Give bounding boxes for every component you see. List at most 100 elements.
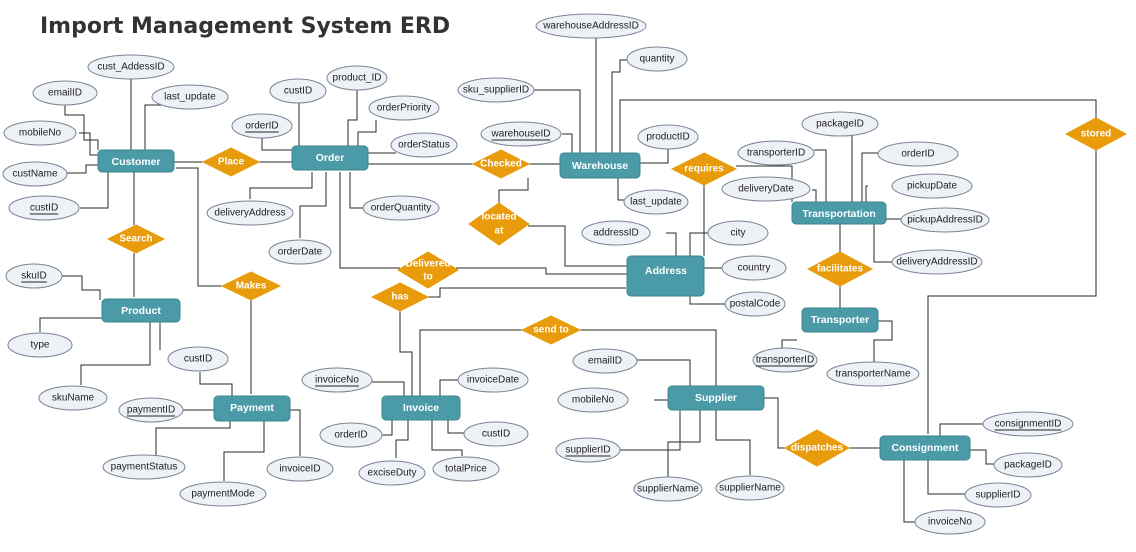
svg-text:at: at	[495, 226, 505, 237]
line-consignment-id	[939, 423, 986, 436]
line-order-deliveredto	[339, 172, 400, 269]
attr-supplierid-supplier: supplierID	[555, 437, 621, 463]
rel-facilitates[interactable]: facilitates	[806, 251, 874, 287]
svg-text:product_ID: product_ID	[333, 73, 382, 84]
svg-text:warehouseID: warehouseID	[491, 129, 551, 140]
line-warehouse-whid	[562, 133, 573, 153]
rel-located-at[interactable]: located at	[468, 202, 530, 246]
svg-text:Order: Order	[316, 152, 345, 164]
svg-text:invoiceID: invoiceID	[279, 464, 320, 475]
svg-text:Supplier: Supplier	[695, 392, 737, 404]
line-supplier-email	[637, 359, 691, 386]
entity-warehouse[interactable]: Warehouse	[559, 152, 641, 179]
attr-deliveryaddress: deliveryAddress	[206, 200, 294, 226]
svg-text:warehouseAddressID: warehouseAddressID	[542, 21, 639, 32]
entity-product[interactable]: Product	[101, 298, 181, 323]
svg-text:transporterName: transporterName	[835, 369, 910, 380]
svg-text:to: to	[423, 272, 432, 283]
line-payment-status	[155, 421, 231, 455]
svg-text:exciseDuty: exciseDuty	[368, 468, 417, 479]
svg-text:Address: Address	[645, 265, 687, 277]
attr-custid-order: custID	[269, 78, 327, 104]
line-transporter-tname	[873, 320, 893, 362]
entity-transporter[interactable]: Transporter	[801, 307, 879, 333]
attr-packageid-consignment: packageID	[993, 452, 1063, 478]
line-product-type	[39, 317, 109, 332]
svg-text:type: type	[31, 340, 50, 351]
line-address-addressid	[666, 232, 677, 256]
rel-send-to[interactable]: send to	[520, 315, 582, 345]
svg-text:send to: send to	[533, 325, 569, 336]
attr-invoiceno-consignment: invoiceNo	[914, 509, 986, 535]
line-invoice-invoiceno	[372, 381, 405, 396]
entity-address[interactable]: Address	[626, 255, 705, 297]
rel-search[interactable]: Search	[106, 224, 166, 254]
svg-text:paymentID: paymentID	[127, 405, 175, 416]
svg-text:supplierName: supplierName	[719, 483, 781, 494]
attr-deliveryaddressid: deliveryAddressID	[891, 249, 983, 275]
svg-text:has: has	[391, 292, 409, 303]
attr-supplierid-consignment: supplierID	[964, 482, 1032, 508]
attr-custid-invoice: custID	[463, 421, 529, 447]
attr-invoiceno-invoice: invoiceNo	[301, 367, 373, 393]
attr-orderdate: orderDate	[268, 239, 332, 265]
line-customer-custid	[80, 172, 109, 209]
svg-text:supplierID: supplierID	[565, 445, 610, 456]
attr-transporterid-transporter: transporterID	[752, 347, 818, 373]
attr-invoicedate: invoiceDate	[457, 367, 529, 393]
svg-text:transporterID: transporterID	[756, 355, 814, 366]
svg-text:addressID: addressID	[593, 228, 639, 239]
entity-consignment[interactable]: Consignment	[879, 435, 971, 461]
rel-stored[interactable]: stored	[1064, 117, 1128, 151]
svg-text:requires: requires	[684, 164, 724, 175]
svg-text:country: country	[738, 263, 771, 274]
svg-text:Transporter: Transporter	[811, 314, 869, 326]
rel-has[interactable]: has	[370, 282, 430, 312]
svg-text:postalCode: postalCode	[730, 299, 781, 310]
attr-emailid-supplier: emailID	[572, 348, 638, 374]
svg-text:last_update: last_update	[164, 92, 216, 103]
line-transport-deliverydate	[812, 189, 817, 202]
svg-text:Search: Search	[119, 234, 152, 245]
line-order-orderid	[261, 137, 292, 151]
line-has-address	[424, 287, 626, 298]
line-customer-email	[64, 105, 99, 150]
line-order-orderdate	[299, 172, 327, 238]
attr-mobileno-supplier: mobileNo	[557, 387, 629, 413]
svg-text:totalPrice: totalPrice	[445, 464, 487, 475]
attr-addressid: addressID	[581, 220, 651, 246]
svg-text:packageID: packageID	[816, 119, 864, 130]
attr-skuname: skuName	[38, 385, 108, 411]
rel-checked[interactable]: Checked	[471, 149, 531, 179]
svg-text:deliveryAddressID: deliveryAddressID	[896, 257, 977, 268]
attr-deliverydate: deliveryDate	[721, 176, 811, 202]
line-supplier-name1	[667, 410, 701, 480]
entity-supplier[interactable]: Supplier	[667, 385, 765, 411]
entity-payment[interactable]: Payment	[213, 395, 291, 422]
svg-text:located: located	[481, 212, 516, 223]
rel-makes[interactable]: Makes	[220, 271, 282, 301]
entity-transportation[interactable]: Transportation	[791, 201, 887, 225]
attr-sku-supplierid: sku_supplierID	[457, 77, 535, 103]
attr-cust-addessid: cust_AddessID	[87, 54, 175, 80]
svg-text:invoiceNo: invoiceNo	[928, 517, 972, 528]
line-has-invoice	[399, 310, 413, 396]
entity-invoice[interactable]: Invoice	[381, 395, 461, 421]
svg-text:Place: Place	[218, 157, 245, 168]
svg-text:Transportation: Transportation	[802, 208, 876, 220]
attr-pickupaddressid: pickupAddressID	[900, 207, 990, 233]
attr-paymentstatus: paymentStatus	[102, 454, 186, 480]
line-transport-pickupaddr	[883, 218, 902, 224]
svg-text:deliveryAddress: deliveryAddress	[214, 208, 285, 219]
line-deliveredto-address	[456, 267, 627, 275]
line-customer-custname	[62, 164, 98, 174]
line-supplier-name2	[715, 410, 751, 475]
attr-country: country	[721, 255, 787, 281]
rel-requires[interactable]: requires	[670, 152, 738, 186]
entity-order[interactable]: Order	[291, 145, 369, 171]
rel-place[interactable]: Place	[201, 147, 261, 177]
attr-warehouseaddressid: warehouseAddressID	[535, 13, 647, 39]
rel-dispatches[interactable]: dispatches	[783, 429, 851, 467]
entity-customer[interactable]: Customer	[97, 149, 175, 173]
